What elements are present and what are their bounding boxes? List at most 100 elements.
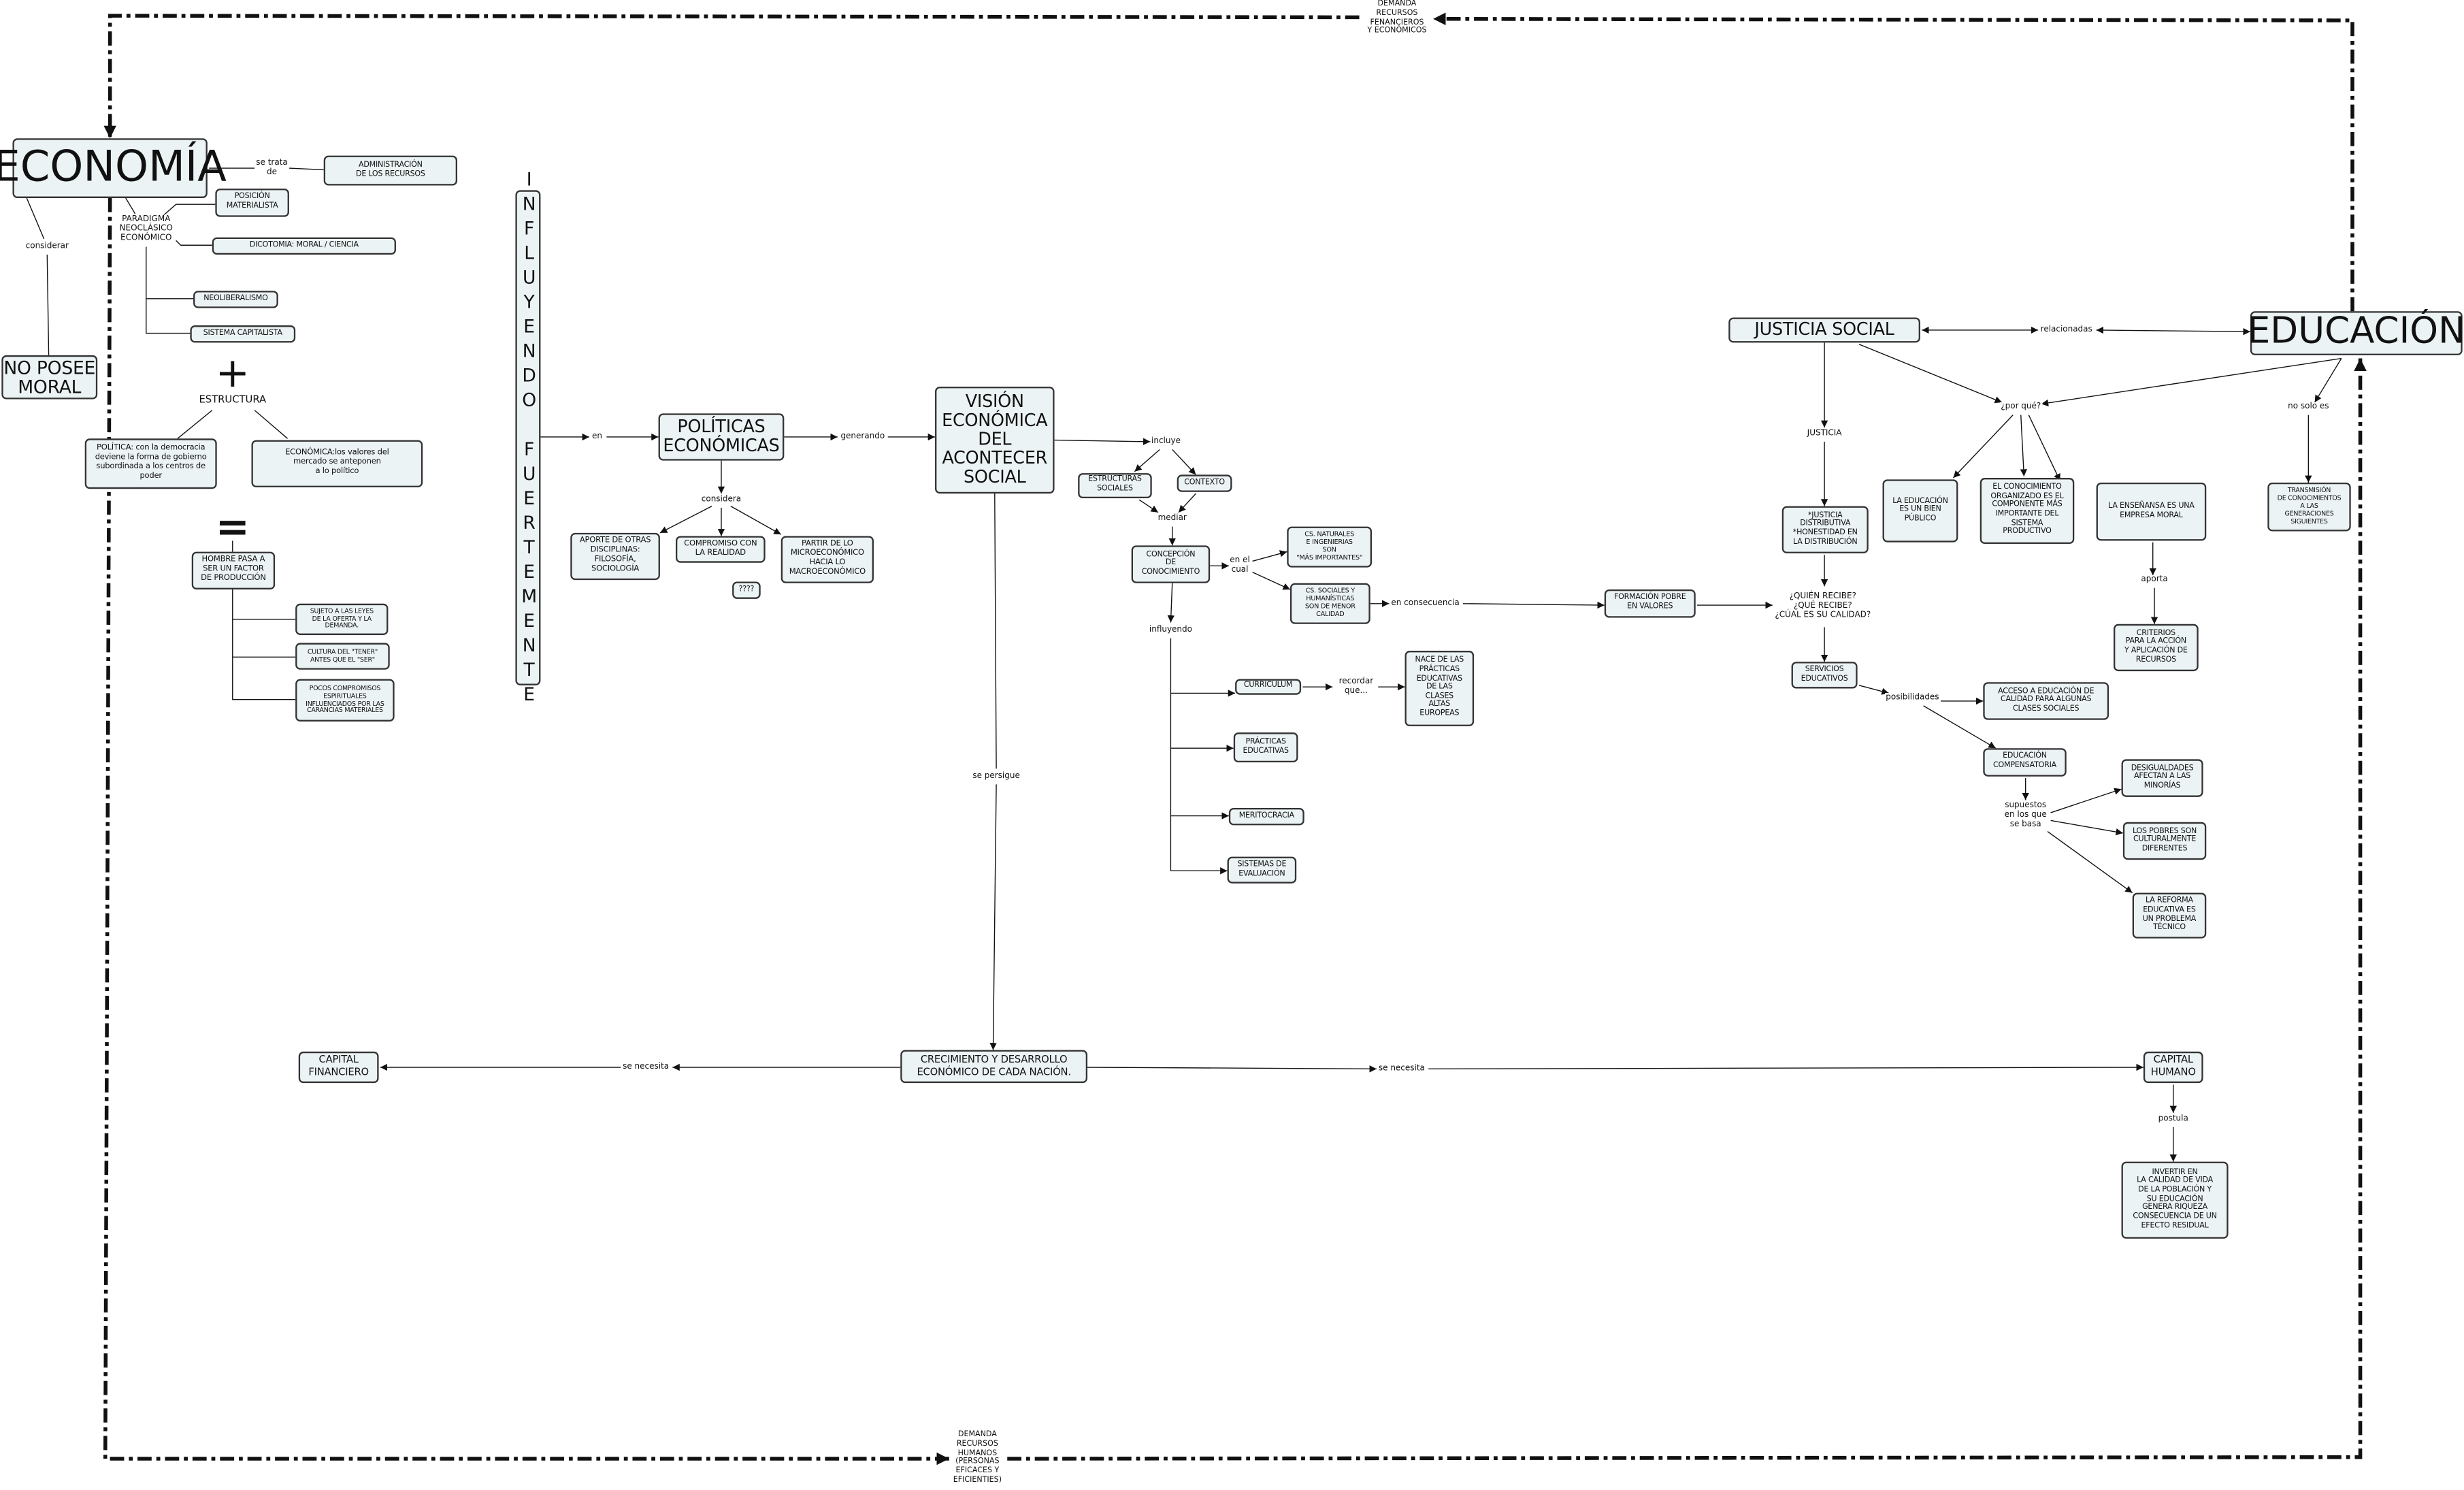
node-dicotomia[interactable]: DICOTOMIA: MORAL / CIENCIA (212, 237, 396, 255)
edge-arrow (730, 505, 782, 535)
dashed-flow-financial (103, 14, 1360, 139)
edge-arrow (2050, 820, 2123, 836)
label-supuestos: supuestos en los que se basa (2003, 800, 2048, 831)
edge-arrow (1138, 499, 1159, 513)
node-curriculum[interactable]: CURRICULUM (1235, 679, 1302, 695)
node-crecimiento[interactable]: CRECIMIENTO Y DESARROLLO ECONÓMICO DE CA… (900, 1050, 1088, 1084)
label-considerar: considerar (24, 242, 70, 252)
dashed-flow-human (103, 197, 949, 1465)
node-neoliberalismo[interactable]: NEOLIBERALISMO (193, 291, 278, 308)
label-justicia: JUSTICIA (1806, 429, 1843, 439)
label-mediar: mediar (1157, 513, 1188, 524)
label-se-necesita-left: se necesita (621, 1062, 670, 1073)
node-nace[interactable]: NACE DE LAS PRÁCTICAS EDUCATIVAS DE LAS … (1405, 651, 1475, 726)
edge-arrow (989, 784, 997, 1050)
edge-arrow (2028, 415, 2061, 481)
edge-arrow (1923, 705, 1997, 749)
node-economia[interactable]: ECONOMÍA (0, 138, 227, 198)
node-sistemas-evaluacion[interactable]: SISTEMAS DE EVALUACIÓN (1227, 856, 1297, 884)
edge-arrow (1952, 415, 2014, 479)
equals-sign: = (215, 504, 250, 552)
edge-line (176, 240, 212, 246)
node-invertir[interactable]: INVERTIR EN LA CALIDAD DE VIDA DE LA POB… (2121, 1161, 2229, 1239)
edge-line (289, 167, 324, 171)
node-hombre[interactable]: HOMBRE PASA A SER UN FACTOR DE PRODUCCIÓ… (191, 551, 276, 589)
node-question[interactable]: ???? (732, 581, 761, 599)
edge-arrow (1054, 438, 1151, 445)
node-estructuras-sociales[interactable]: ESTRUCTURAS SOCIALES (1078, 473, 1152, 499)
label-no-solo-es: no solo es (2287, 402, 2330, 412)
node-reforma[interactable]: LA REFORMA EDUCATIVA ES UN PROBLEMA TÉCN… (2132, 892, 2207, 939)
label-recordar-que: recordar que... (1338, 677, 1375, 697)
edge-arrow (2041, 357, 2342, 407)
node-cs-naturales[interactable]: CS. NATURALES E INGENIERIAS SON "MÁS IMP… (1287, 526, 1373, 568)
edge-arrow (2020, 415, 2028, 476)
node-desigualdades[interactable]: DESIGUALDADES AFECTAN A LAS MINORÍAS (2121, 759, 2203, 797)
node-sistema-capitalista[interactable]: SISTEMA CAPITALISTA (190, 325, 296, 343)
node-cultura[interactable]: CULTURA DEL "TENER" ANTES QUE EL "SER" (295, 643, 390, 670)
node-compensatoria[interactable]: EDUCACIÓN COMPENSATORIA (1983, 748, 2067, 777)
node-politica[interactable]: POLÍTICA: con la democracia deviene la f… (84, 438, 217, 489)
edge-line (26, 197, 45, 240)
node-conocimiento[interactable]: EL CONOCIMIENTO ORGANIZADO ES EL COMPONE… (1980, 478, 2075, 545)
edge-arrow (659, 505, 712, 534)
label-demanda-recursos-financieros: DEMANDA RECURSOS FENANCIEROS Y ECONÓMICO… (1366, 1, 1428, 37)
node-transmision[interactable]: TRANSMISIÓN DE CONOCIMIENTOS A LAS GENER… (2267, 482, 2351, 532)
node-bien-publico[interactable]: LA EDUCACIÓN ES UN BIEN PÚBLICO (1882, 479, 1958, 542)
label-aporta: aporta (2140, 574, 2169, 585)
node-aporte[interactable]: APORTE DE OTRAS DISCIPLINAS: FILOSOFÍA, … (570, 532, 660, 581)
edge-arrow (1087, 1065, 1377, 1073)
node-politicas-economicas[interactable]: POLÍTICAS ECONÓMICAS (658, 413, 785, 461)
edge-arrow (1858, 685, 1889, 695)
node-contexto[interactable]: CONTEXTO (1177, 474, 1232, 492)
node-sujeto[interactable]: SUJETO A LAS LEYES DE LA OFERTA Y LA DEM… (295, 603, 389, 635)
node-vision-economica[interactable]: VISIÓN ECONÓMICA DEL ACONTECER SOCIAL (935, 387, 1055, 494)
label-incluye: incluye (1150, 436, 1182, 447)
edge-line (146, 246, 191, 334)
label-paradigma: PARADIGMA NEOCLÁSICO ECONÓMICO (118, 214, 174, 244)
node-educacion[interactable]: EDUCACIÓN (2248, 311, 2464, 355)
edge-arrow (1252, 550, 1287, 562)
node-criterios[interactable]: CRITERIOS PARA LA ACCIÓN Y APLICACIÓN DE… (2114, 623, 2199, 672)
node-meritocracia[interactable]: MERITOCRACIA (1228, 807, 1304, 826)
node-concepcion[interactable]: CONCEPCIÓN DE CONOCIMIENTO (1131, 545, 1211, 583)
node-servicios[interactable]: SERVICIOS EDUCATIVOS (1791, 662, 1858, 689)
node-posicion-materialista[interactable]: POSICIÓN MATERIALISTA (215, 189, 289, 217)
edge-arrow (1252, 571, 1291, 590)
edge-arrow (1462, 601, 1605, 609)
node-capital-humano[interactable]: CAPITAL HUMANO (2143, 1051, 2203, 1084)
node-ensenansa[interactable]: LA ENSEÑANSA ES UNA EMPRESA MORAL (2096, 482, 2207, 541)
node-administracion[interactable]: ADMINISTRACIÓN DE LOS RECURSOS (323, 155, 458, 186)
edge-arrow (2047, 831, 2133, 894)
edge-line (125, 197, 136, 214)
node-acceso[interactable]: ACCESO A EDUCACIÓN DE CALIDAD PARA ALGUN… (1983, 682, 2109, 720)
node-no-posee-moral[interactable]: NO POSEE MORAL (1, 355, 98, 400)
node-practicas[interactable]: PRÁCTICAS EDUCATIVAS (1233, 732, 1298, 763)
label-en-el-cual: en el cual (1229, 555, 1251, 576)
edge-arrow (2050, 788, 2122, 813)
label-en: en (591, 432, 604, 442)
node-cs-sociales[interactable]: CS. SOCIALES Y HUMANÍSTICAS SON DE MENOR… (1290, 583, 1370, 624)
label-se-persigue: se persigue (972, 771, 1021, 781)
dashed-flow-financial (1433, 12, 2354, 312)
edge-arrow (1134, 449, 1160, 472)
label-posibilidades: posibilidades (1885, 693, 1940, 703)
edge-line (163, 204, 216, 216)
node-capital-financiero[interactable]: CAPITAL FINANCIERO (298, 1051, 379, 1084)
node-economica[interactable]: ECONÓMICA:los valores del mercado se ant… (251, 440, 423, 487)
node-influyendo-fuertemente[interactable]: INFLUYENDO FUERTEMENTE (515, 168, 541, 707)
node-compromiso[interactable]: COMPROMISO CON LA REALIDAD (675, 536, 766, 563)
node-pocos[interactable]: POCOS COMPROMISOS ESPIRITUALES INFLUENCI… (295, 679, 395, 722)
edge-arrow (1428, 1063, 2143, 1071)
label-se-necesita-right: se necesita (1377, 1064, 1426, 1074)
edge-arrow (2096, 326, 2250, 336)
edge-arrow (1167, 583, 1175, 623)
edge-arrow (1858, 344, 2003, 404)
edge-line (232, 589, 296, 700)
node-partir[interactable]: PARTIR DE LO MICROECONÓMICO HACIA LO MAC… (781, 536, 874, 583)
node-justicia-social[interactable]: JUSTICIA SOCIAL (1728, 317, 1920, 343)
node-pobres[interactable]: LOS POBRES SON CULTURALMENTE DIFERENTES (2122, 822, 2207, 860)
node-justicia-distributiva[interactable]: *JUSTICIA DISTRIBUTIVA *HONESTIDAD EN LA… (1781, 506, 1869, 553)
node-formacion[interactable]: FORMACIÓN POBRE EN VALORES (1604, 589, 1696, 618)
